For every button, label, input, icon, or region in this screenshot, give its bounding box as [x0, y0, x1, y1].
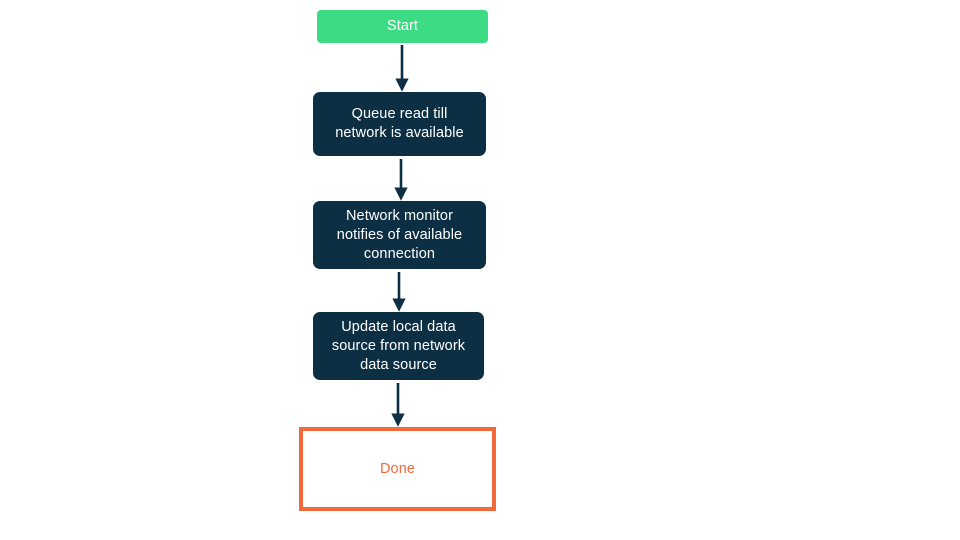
node-done[interactable]: Done: [299, 427, 496, 511]
node-network-monitor[interactable]: Network monitor notifies of available co…: [313, 201, 486, 269]
node-update-local-data-source[interactable]: Update local data source from network da…: [313, 312, 484, 380]
node-start[interactable]: Start: [317, 10, 488, 43]
node-queue-read[interactable]: Queue read till network is available: [313, 92, 486, 156]
